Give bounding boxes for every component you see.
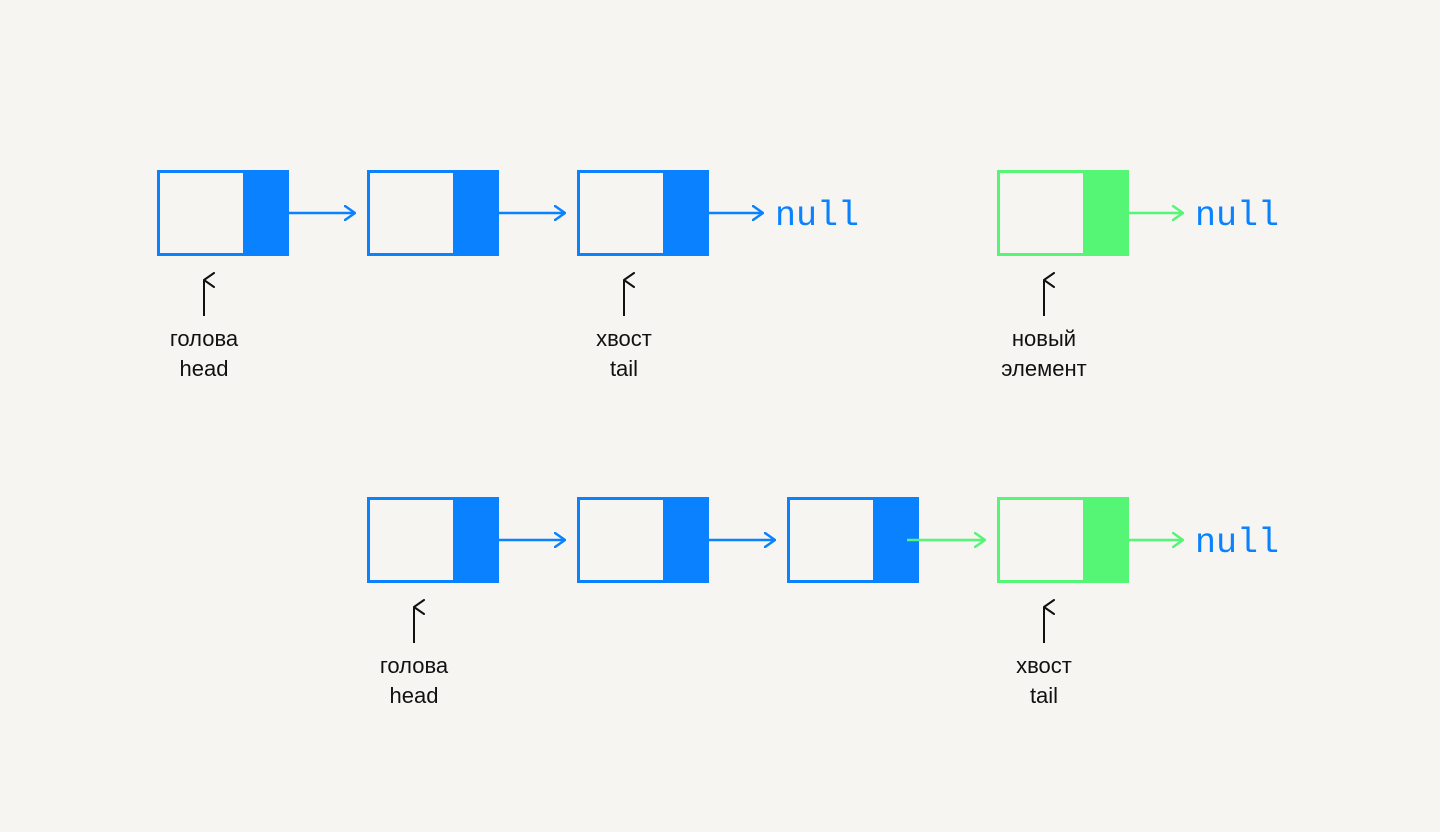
node-caption: хвост tail [596,272,652,381]
caption-line: head [390,683,439,708]
list-node [577,497,776,583]
node-caption: голова head [170,272,239,381]
list-node: null хвост tail [997,497,1279,708]
list-node: null хвост tail [577,170,859,381]
null-label: null [1195,196,1279,236]
node-caption: хвост tail [1016,599,1072,708]
node-caption: голова head [380,599,449,708]
list-node: голова head [157,170,356,381]
caption-line: tail [610,356,638,381]
null-label: null [775,196,859,236]
list-node: голова head [367,497,566,708]
caption-line: голова [380,653,449,678]
node-caption: новый элемент [1001,272,1087,381]
caption-line: head [180,356,229,381]
caption-line: голова [170,326,239,351]
caption-line: хвост [1016,653,1072,678]
list-row-before: голова head null хвост tail null новый элемент [157,170,1279,381]
caption-line: элемент [1001,356,1086,381]
caption-line: хвост [596,326,652,351]
list-node [787,497,986,583]
caption-line: tail [1030,683,1058,708]
diagram-layer: головаheadnullхвостtailnullновыйэлементг… [157,170,1279,708]
list-node: null новый элемент [997,170,1279,381]
list-node [367,170,566,256]
list-row-after: голова head null хвост tail [367,497,1279,708]
caption-line: новый [1012,326,1076,351]
null-label: null [1195,523,1279,563]
